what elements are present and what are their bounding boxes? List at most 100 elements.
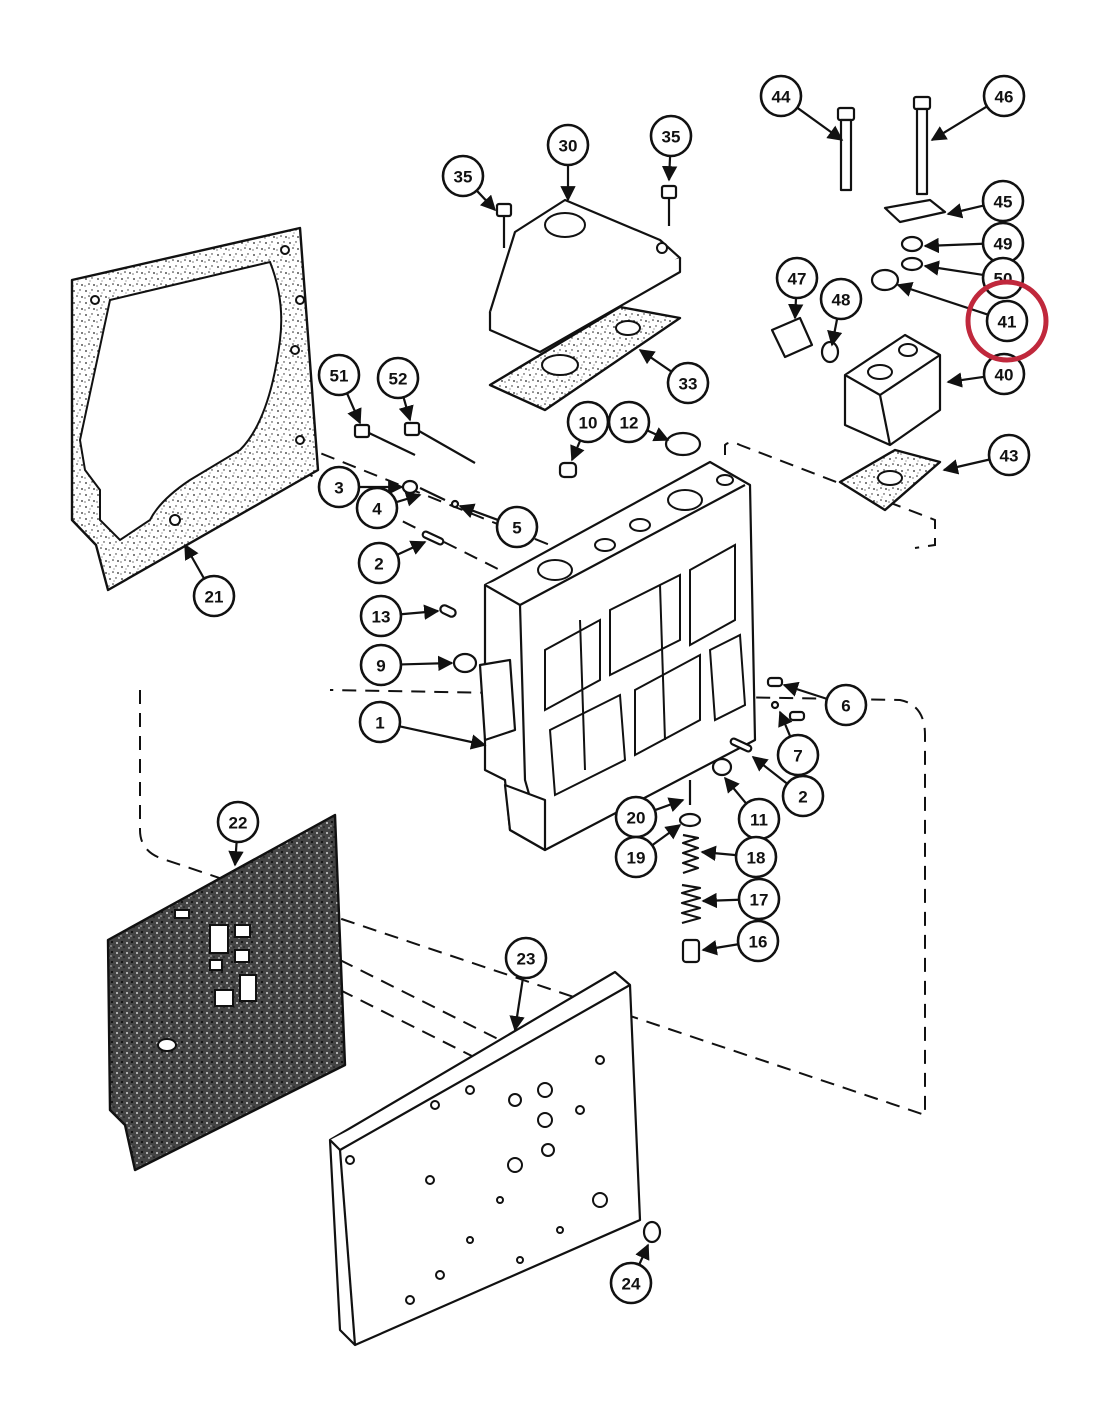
callout-label: 18 (747, 849, 766, 868)
gasket-43 (838, 448, 942, 512)
gasket-22 (106, 813, 347, 1172)
callout-circle (734, 835, 778, 879)
leader-arrow-9 (400, 655, 454, 672)
callout-circle (357, 541, 401, 585)
callout-circle (358, 700, 402, 744)
leader-arrow-2 (751, 756, 788, 785)
callout-label: 5 (512, 519, 521, 538)
callout-51: 51 (317, 353, 361, 397)
callout-label: 10 (579, 414, 598, 433)
leader-arrow-22 (228, 841, 244, 867)
gasket-21 (70, 226, 320, 592)
leader-arrow-35 (475, 189, 497, 212)
leader-arrow-20 (654, 797, 685, 812)
callout-label: 33 (679, 375, 698, 394)
callout-label: 12 (620, 414, 639, 433)
callout-label: 21 (205, 588, 224, 607)
leader-arrow-50 (923, 260, 984, 277)
callout-2: 2 (781, 774, 825, 818)
callout-circle (359, 594, 403, 638)
leader-arrow-6 (782, 681, 828, 700)
leader-arrow-18 (700, 845, 737, 861)
callout-circle (609, 1261, 653, 1305)
callout-label: 16 (749, 933, 768, 952)
callout-circle (192, 574, 236, 618)
callout-label: 43 (1000, 447, 1019, 466)
callout-circle (981, 256, 1025, 300)
gasket-33 (488, 305, 682, 412)
callout-circle (987, 433, 1031, 477)
callout-circle (736, 919, 780, 963)
callout-18: 18 (734, 835, 778, 879)
callout-circle (216, 800, 260, 844)
small-parts (353, 95, 947, 1244)
callout-circle (982, 352, 1026, 396)
leader-arrow-40 (946, 372, 985, 388)
callout-16: 16 (736, 919, 780, 963)
callout-4: 4 (355, 486, 399, 530)
leader-arrows (184, 105, 990, 1266)
callout-35: 35 (441, 154, 485, 198)
callout-5: 5 (495, 505, 539, 549)
callout-label: 23 (517, 950, 536, 969)
callout-label: 17 (750, 891, 769, 910)
leader-arrow-48 (827, 318, 843, 347)
leader-arrow-46 (930, 105, 988, 141)
highlight-ring (965, 279, 1049, 363)
callout-20: 20 (614, 795, 658, 839)
callout-label: 11 (750, 811, 768, 830)
callout-3: 3 (317, 465, 361, 509)
callout-label: 35 (454, 168, 473, 187)
callout-46: 46 (982, 74, 1026, 118)
callout-circle (546, 123, 590, 167)
highlight-layer (965, 279, 1049, 363)
leader-arrow-12 (646, 427, 670, 442)
callout-label: 41 (998, 313, 1017, 332)
leader-arrow-5 (458, 503, 499, 522)
callout-17: 17 (737, 877, 781, 921)
callout-30: 30 (546, 123, 590, 167)
callout-11: 11 (737, 797, 781, 841)
callout-label: 19 (627, 849, 646, 868)
callout-label: 1 (375, 714, 384, 733)
callout-23: 23 (504, 936, 548, 980)
leader-arrow-7 (778, 710, 793, 737)
callout-45: 45 (981, 179, 1025, 223)
callout-label: 7 (793, 747, 802, 766)
callout-label: 52 (389, 370, 408, 389)
callout-circle (824, 683, 868, 727)
callout-6: 6 (824, 683, 868, 727)
callout-label: 40 (995, 366, 1014, 385)
leader-arrow-19 (651, 824, 682, 847)
leader-arrow-2 (396, 540, 427, 556)
callout-circle (495, 505, 539, 549)
callout-2: 2 (357, 541, 401, 585)
callout-circle (985, 299, 1029, 343)
leader-arrow-41 (896, 282, 989, 316)
leader-arrow-44 (796, 106, 844, 141)
callout-label: 3 (334, 479, 343, 498)
callout-label: 47 (788, 270, 807, 289)
leader-arrow-21 (184, 543, 206, 580)
callout-12: 12 (607, 400, 651, 444)
housing-40 (843, 333, 942, 447)
callout-41: 41 (985, 299, 1029, 343)
callout-circle (982, 74, 1026, 118)
leader-arrow-45 (946, 203, 984, 219)
callout-label: 20 (627, 809, 646, 828)
callout-circle (737, 877, 781, 921)
callout-circle (819, 277, 863, 321)
callout-circle (504, 936, 548, 980)
callout-24: 24 (609, 1261, 653, 1305)
callout-circle (776, 733, 820, 777)
leader-arrow-1 (399, 725, 487, 750)
leader-arrow-4 (395, 491, 422, 507)
callout-52: 52 (376, 356, 420, 400)
callout-label: 45 (994, 193, 1013, 212)
callout-22: 22 (216, 800, 260, 844)
separator-plate-23 (328, 970, 642, 1347)
callout-circle (759, 74, 803, 118)
callout-40: 40 (982, 352, 1026, 396)
